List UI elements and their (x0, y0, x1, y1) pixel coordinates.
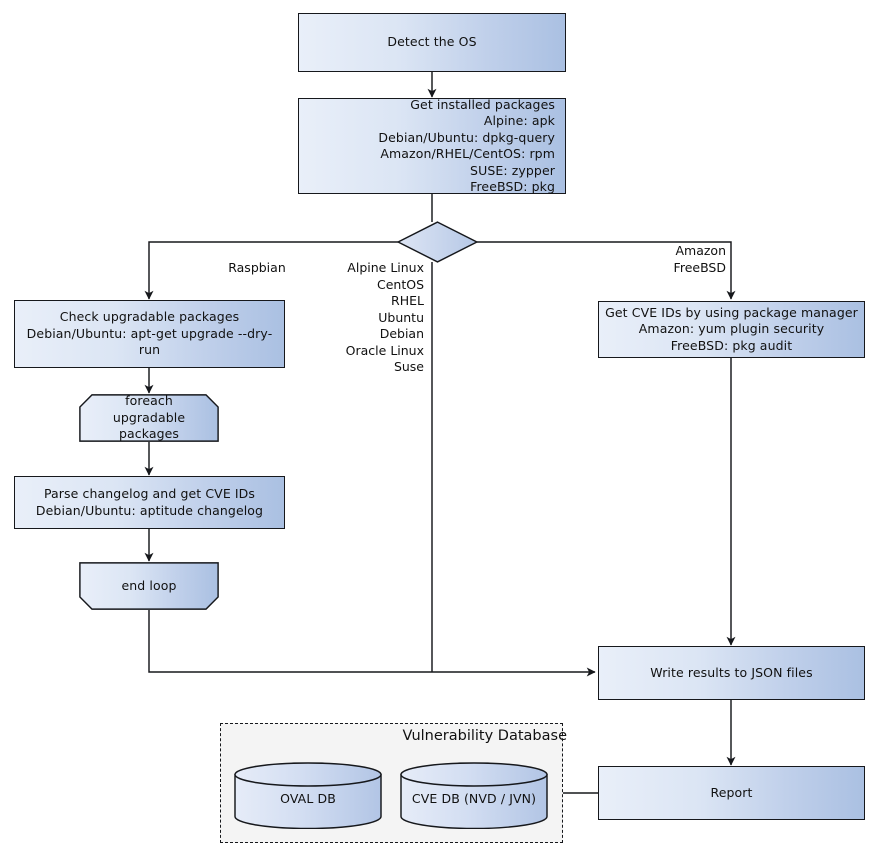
node-end-loop[interactable]: end loop (79, 562, 219, 610)
node-cve-db[interactable]: CVE DB (NVD / JVN) (400, 762, 548, 829)
node-report[interactable]: Report (598, 766, 865, 820)
diamond-shape (397, 221, 478, 263)
node-write-results[interactable]: Write results to JSON files (598, 646, 865, 700)
node-report-label: Report (710, 784, 753, 800)
node-os-decision-diamond[interactable] (397, 221, 478, 263)
node-foreach-loop-start[interactable]: foreach upgradable packages (79, 393, 219, 442)
node-check-upgradable-packages-label: Check upgradable packages Debian/Ubuntu:… (26, 309, 273, 358)
edge-label-raspbian: Raspbian (228, 260, 286, 275)
node-oval-db[interactable]: OVAL DB (234, 762, 382, 829)
edge-endloop-to-write (148, 610, 596, 677)
database-cylinder-icon (234, 762, 382, 829)
node-detect-the-os-label: Detect the OS (387, 34, 477, 50)
node-get-installed-packages[interactable]: Get installed packages Alpine: apk Debia… (298, 96, 566, 195)
loop-start-shape (79, 394, 219, 442)
database-cylinder-icon (400, 762, 548, 829)
node-check-upgradable-packages[interactable]: Check upgradable packages Debian/Ubuntu:… (14, 300, 285, 368)
node-get-cve-ids[interactable]: Get CVE IDs by using package manager Ama… (598, 301, 865, 358)
node-detect-the-os[interactable]: Detect the OS (298, 13, 566, 72)
node-cve-db-label: CVE DB (NVD / JVN) (411, 791, 537, 807)
node-get-cve-ids-label: Get CVE IDs by using package manager Ama… (605, 304, 858, 353)
node-foreach-loop-start-label: foreach upgradable packages (112, 393, 186, 442)
node-oval-db-label: OVAL DB (280, 791, 336, 807)
node-write-results-label: Write results to JSON files (650, 664, 813, 680)
edge-label-middle-distros: Alpine Linux CentOS RHEL Ubuntu Debian O… (345, 260, 424, 374)
edge-label-amazon-freebsd: Amazon FreeBSD (673, 243, 726, 275)
node-end-loop-label: end loop (121, 577, 177, 593)
node-parse-changelog[interactable]: Parse changelog and get CVE IDs Debian/U… (14, 476, 285, 529)
loop-end-shape (79, 562, 219, 610)
group-vulnerability-database-title: Vulnerability Database (402, 728, 567, 744)
node-parse-changelog-label: Parse changelog and get CVE IDs Debian/U… (35, 486, 264, 518)
node-get-installed-packages-label: Get installed packages Alpine: apk Debia… (378, 96, 555, 195)
